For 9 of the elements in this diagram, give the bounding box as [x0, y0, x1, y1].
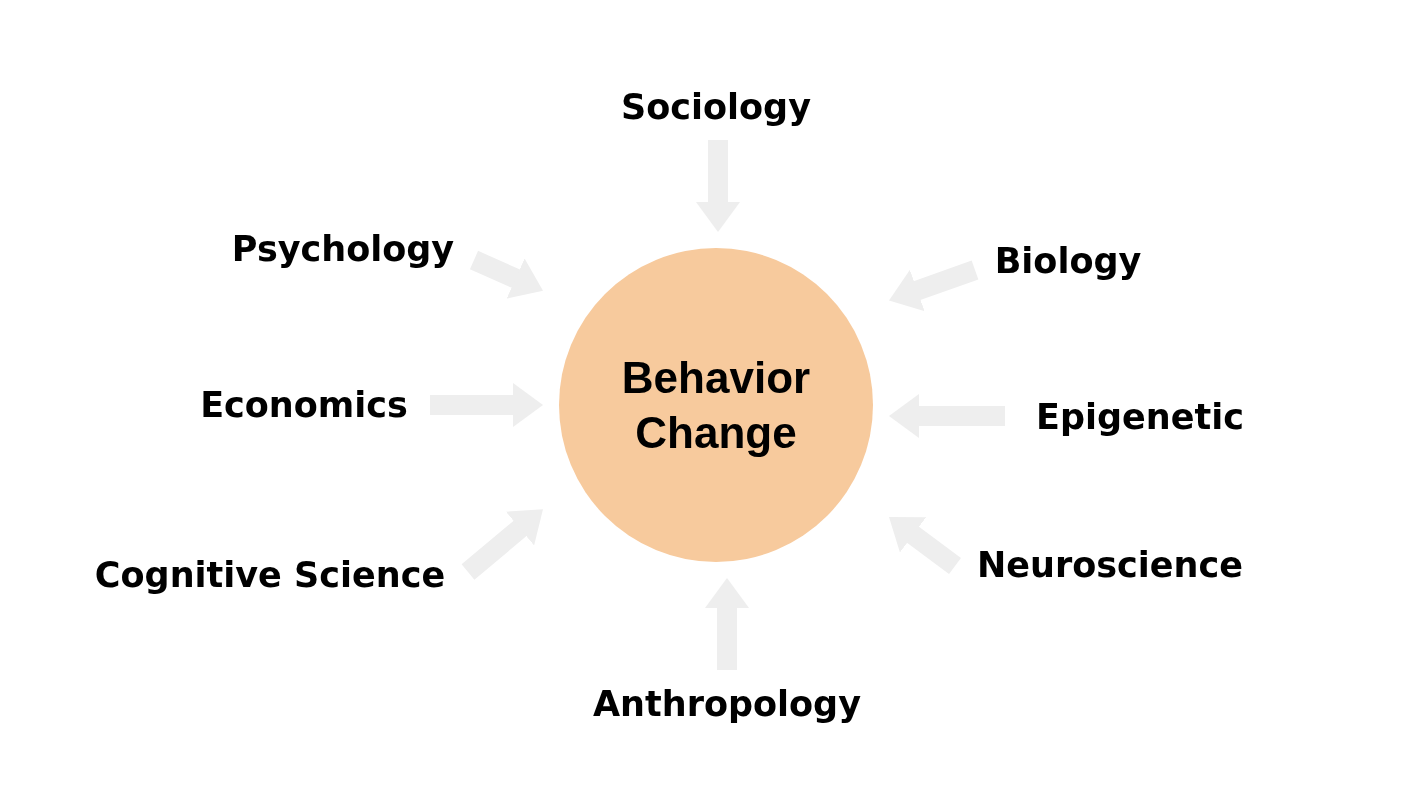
discipline-label: Anthropology: [593, 684, 861, 724]
discipline-label: Economics: [200, 385, 408, 425]
discipline-label: Sociology: [621, 87, 811, 127]
discipline-label: Cognitive Science: [94, 555, 446, 595]
discipline-label: Psychology: [231, 229, 455, 269]
discipline-label: Neuroscience: [977, 545, 1243, 585]
discipline-label: Biology: [994, 241, 1142, 281]
discipline-label: Epigenetic: [1036, 397, 1244, 437]
hub-label: Behavior Change: [621, 352, 811, 459]
